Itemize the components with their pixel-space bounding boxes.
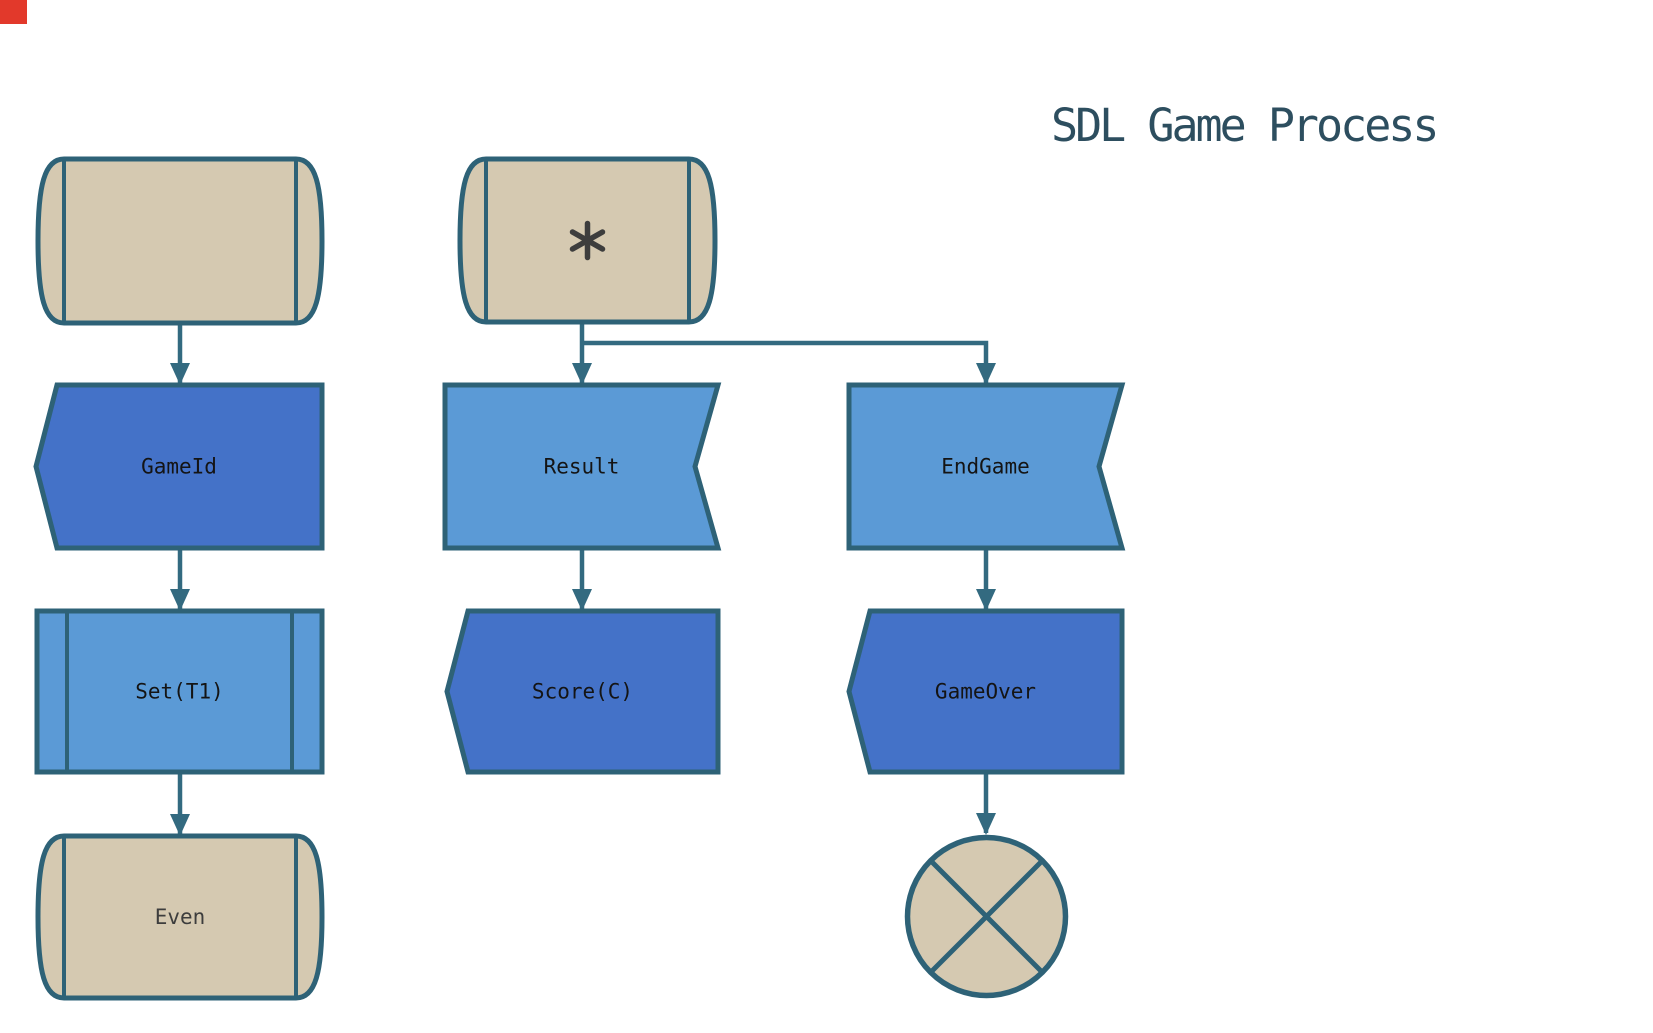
signal-in-symbol-outline [442,382,722,551]
signal-out-symbol-outline [33,382,325,551]
node-start-state [35,156,325,326]
edge-any-to-endgame [582,340,996,385]
node-gameid-signal: GameId [33,382,325,551]
node-any-state [457,156,718,325]
node-label-endgame-signal: EndGame [941,455,1030,479]
node-label-gameid-signal: GameId [141,455,217,479]
diagram-title: SDL Game Process [1051,99,1439,152]
node-score-signal: Score(C) [444,608,721,775]
node-result-signal: Result [442,382,722,551]
task-symbol-outline [34,608,325,775]
node-stop-symbol [904,834,1069,999]
signal-out-symbol-outline [846,608,1125,775]
node-label-gameover-signal: GameOver [935,680,1036,704]
stop-x-line [930,860,1043,973]
node-label-even-state: Even [155,905,206,929]
node-label-result-signal: Result [544,455,620,479]
signal-in-symbol-outline [846,382,1126,551]
node-endgame-signal: EndGame [846,382,1126,551]
node-gameover-signal: GameOver [846,608,1125,775]
node-label-set-t1-task: Set(T1) [135,680,224,704]
red-corner-marker [0,0,27,24]
state-symbol-outline [35,156,325,326]
node-label-score-signal: Score(C) [532,680,633,704]
node-set-t1-task: Set(T1) [34,608,325,775]
state-symbol-outline [35,833,325,1001]
signal-out-symbol-outline [444,608,721,775]
any-state-asterisk [569,220,606,261]
node-even-state: Even [35,833,325,1001]
